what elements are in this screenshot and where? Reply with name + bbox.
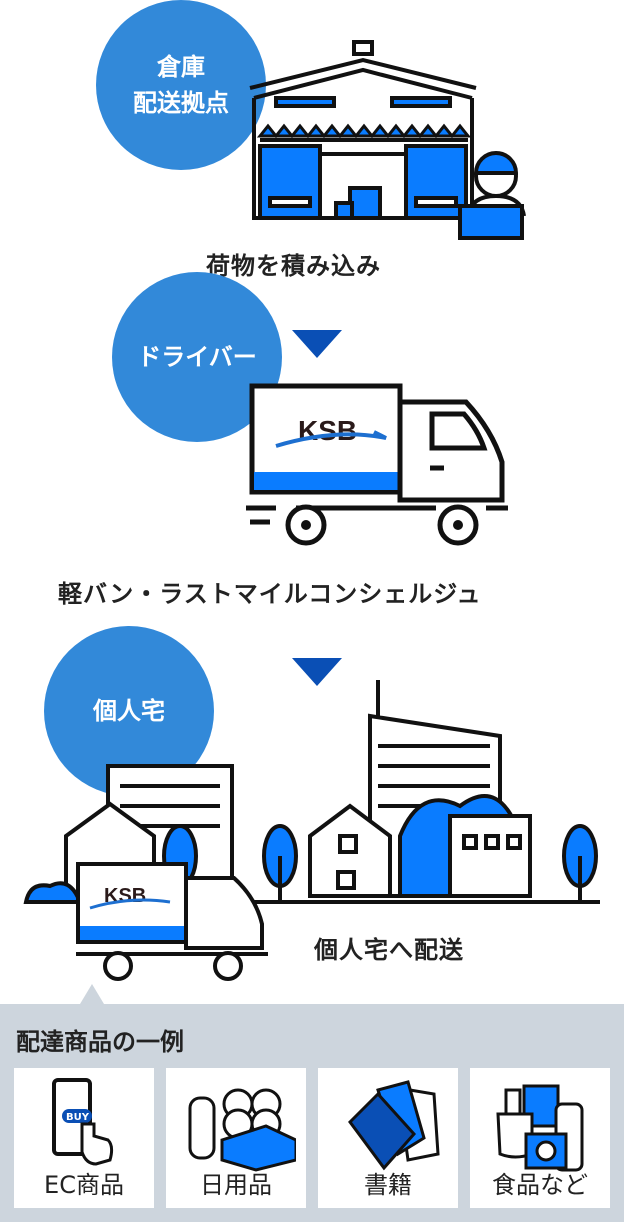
warehouse-badge: 倉庫配送拠点	[96, 0, 266, 170]
daily-goods-icon	[188, 1088, 296, 1172]
food-icon	[496, 1084, 584, 1172]
books-icon	[348, 1080, 440, 1171]
badge-line: 配送拠点	[133, 89, 229, 117]
truck-logo: KSB	[298, 415, 357, 446]
smartphone-buy-icon: BUY	[52, 1078, 114, 1166]
down-arrow-icon	[292, 330, 342, 358]
example-card-daily: 日用品	[166, 1068, 306, 1208]
example-card-food: 食品など	[470, 1068, 610, 1208]
card-label: 日用品	[200, 1171, 272, 1199]
card-label: EC商品	[44, 1171, 124, 1199]
buy-button-text: BUY	[66, 1112, 90, 1123]
step-caption: 荷物を積み込み	[206, 252, 381, 280]
card-label: 食品など	[492, 1171, 588, 1199]
examples-title: 配達商品の一例	[16, 1028, 184, 1056]
warehouse-icon	[249, 40, 526, 240]
badge-line: 倉庫	[157, 53, 205, 81]
down-arrow-icon	[292, 658, 342, 686]
panel-pointer	[80, 984, 104, 1004]
card-label: 書籍	[364, 1171, 412, 1199]
example-card-books: 書籍	[318, 1068, 458, 1208]
example-card-ec: BUY EC商品	[14, 1068, 154, 1208]
step-caption: 軽バン・ラストマイルコンシェルジュ	[58, 580, 482, 608]
step-caption: 個人宅へ配送	[314, 936, 464, 964]
delivery-truck-icon: KSB	[246, 383, 508, 546]
city-illustration: KSB	[23, 680, 600, 981]
